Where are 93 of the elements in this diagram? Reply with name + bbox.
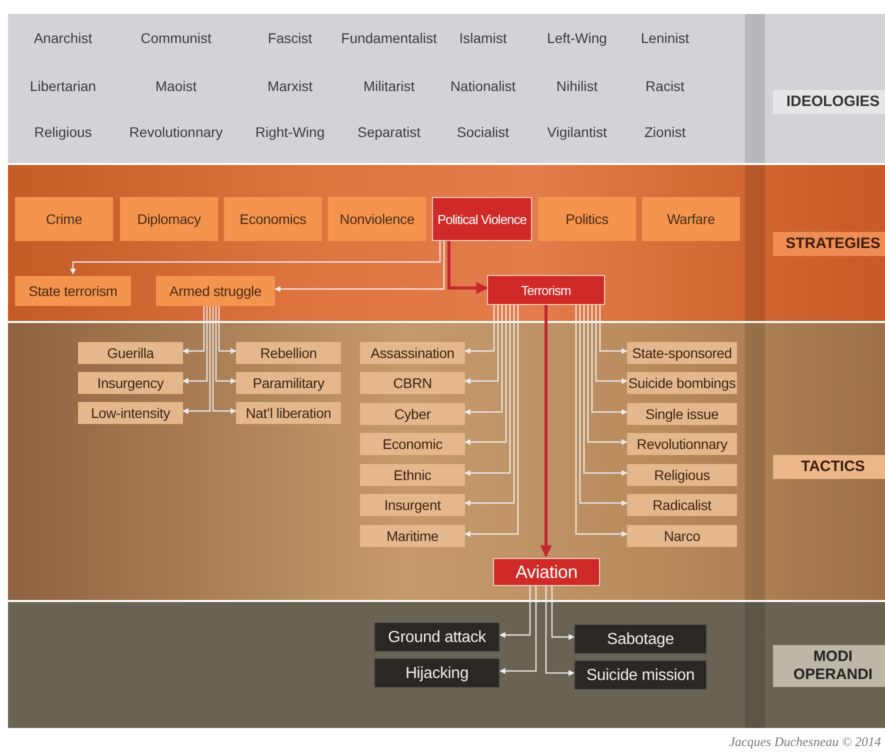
ideology-label: Communist — [140, 30, 212, 46]
category-box: Diplomacy — [120, 197, 218, 241]
category-box: State terrorism — [15, 276, 131, 306]
arrow — [448, 239, 488, 294]
category-box: Guerilla — [78, 342, 183, 364]
arrow — [464, 303, 519, 537]
category-box: Political Violence — [432, 197, 532, 241]
category-box: Politics — [538, 197, 636, 241]
band-label: TACTICS — [773, 455, 885, 479]
category-box: Religious — [627, 464, 737, 486]
arrow — [540, 303, 552, 558]
category-box: Revolutionnary — [627, 433, 737, 455]
arrow — [182, 304, 208, 384]
category-box: Suicide mission — [574, 660, 707, 690]
arrow — [182, 304, 211, 414]
ideology-label: Islamist — [459, 30, 507, 46]
arrow — [464, 303, 507, 445]
category-box: Paramilitary — [236, 372, 341, 394]
arrow — [70, 239, 441, 275]
category-box: Terrorism — [487, 275, 605, 305]
category-box: Low-intensity — [78, 402, 183, 424]
category-box: Armed struggle — [156, 276, 275, 306]
category-box: CBRN — [360, 372, 465, 394]
arrow — [499, 584, 531, 638]
arrow — [499, 584, 537, 674]
category-box: Hijacking — [374, 658, 500, 688]
ideology-label: Maoist — [155, 78, 197, 94]
ideology-label: Vigilantist — [547, 124, 607, 140]
arrow — [218, 304, 237, 354]
arrow — [464, 303, 499, 384]
category-box: Rebellion — [236, 342, 341, 364]
ideology-label: Right-Wing — [255, 124, 325, 140]
category-box: Assassination — [360, 342, 465, 364]
category-box: State-sponsored — [627, 342, 737, 364]
category-box: Crime — [15, 197, 113, 241]
ideology-label: Separatist — [357, 124, 421, 140]
ideology-label: Libertarian — [30, 78, 96, 94]
arrow — [464, 303, 495, 354]
ideology-label: Racist — [646, 78, 684, 94]
ideology-label: Left-Wing — [547, 30, 607, 46]
arrow — [583, 303, 628, 476]
arrow — [464, 303, 503, 415]
arrow — [591, 303, 628, 415]
category-box: Ground attack — [374, 622, 500, 652]
category-box: Radicalist — [627, 494, 737, 516]
band-panel — [8, 12, 885, 163]
category-box: Insurgent — [360, 494, 465, 516]
copyright-text: Jacques Duchesneau © 2014 — [729, 734, 881, 750]
arrow — [579, 303, 628, 506]
ideology-label: Revolutionnary — [129, 124, 223, 140]
band-label: STRATEGIES — [773, 232, 885, 256]
ideology-label: Fascist — [268, 30, 312, 46]
band-panel — [8, 321, 885, 600]
arrow — [551, 584, 575, 640]
category-box: Suicide bombings — [627, 372, 737, 394]
arrow — [464, 303, 511, 476]
category-box: Economic — [360, 433, 465, 455]
band-label: MODI OPERANDI — [773, 645, 885, 687]
category-box: Maritime — [360, 525, 465, 547]
category-box: Single issue — [627, 403, 737, 425]
category-box: Warfare — [642, 197, 740, 241]
arrow — [212, 304, 237, 414]
band-label: IDEOLOGIES — [773, 90, 885, 114]
ideology-label: Nationalist — [450, 78, 516, 94]
category-box: Nat’l liberation — [236, 402, 341, 424]
category-box: Economics — [224, 197, 322, 241]
ideology-label: Anarchist — [34, 30, 92, 46]
arrow — [274, 239, 445, 292]
category-box: Cyber — [360, 403, 465, 425]
category-box: Nonviolence — [328, 197, 426, 241]
ideology-label: Zionist — [644, 124, 686, 140]
arrow — [182, 304, 205, 354]
category-box: Sabotage — [574, 624, 707, 654]
ideology-label: Militarist — [363, 78, 415, 94]
arrow — [545, 584, 575, 676]
arrow — [595, 303, 628, 384]
category-box: Narco — [627, 525, 737, 547]
ideology-label: Nihilist — [556, 78, 598, 94]
ideology-label: Socialist — [456, 124, 510, 140]
ideology-label: Marxist — [267, 78, 313, 94]
ideology-label: Leninist — [640, 30, 690, 46]
arrow — [599, 303, 628, 354]
band-panel — [8, 600, 885, 728]
arrow — [215, 304, 237, 384]
ideology-label: Religious — [34, 124, 92, 140]
category-box: Insurgency — [78, 372, 183, 394]
band-panel — [8, 163, 885, 321]
arrow — [587, 303, 628, 445]
ideology-label: Fundamentalist — [341, 30, 437, 46]
category-box: Ethnic — [360, 464, 465, 486]
arrow — [464, 303, 515, 506]
category-box: Aviation — [493, 558, 600, 586]
arrow — [575, 303, 628, 537]
